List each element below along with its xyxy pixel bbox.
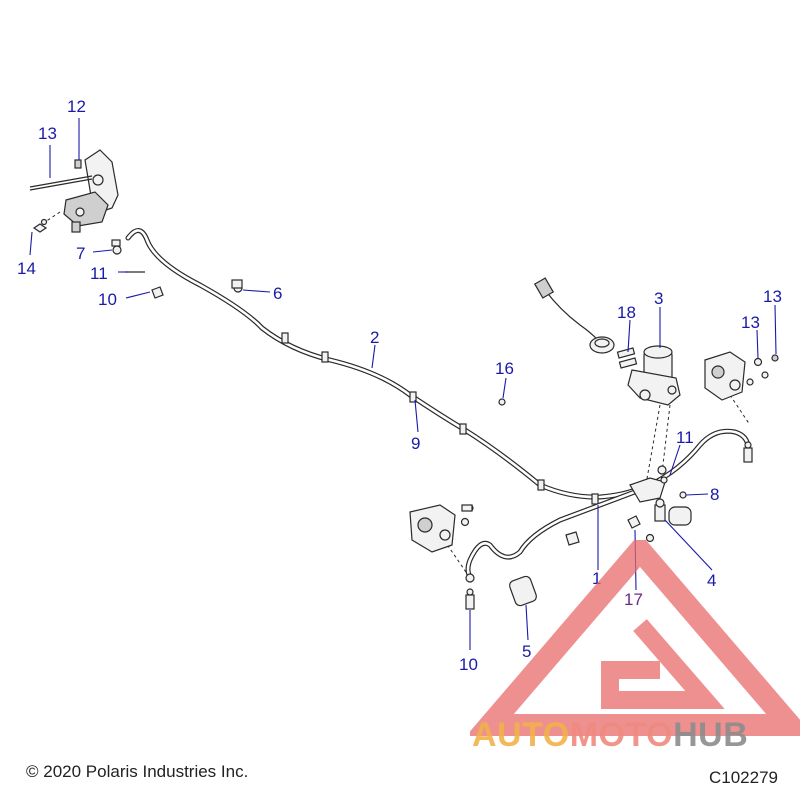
callout-11-left: 11: [90, 264, 108, 283]
callout-1: 1: [592, 569, 601, 588]
callout-7: 7: [76, 244, 85, 263]
brake-line-left: [465, 487, 643, 580]
callout-5: 5: [522, 642, 531, 661]
brake-line-right: [647, 428, 751, 488]
master-cylinder-front: [533, 277, 681, 406]
callout-3: 3: [654, 289, 663, 308]
watermark-hub: HUB: [673, 716, 749, 754]
callout-10-top: 10: [98, 290, 117, 309]
master-cylinder-rear: [29, 149, 119, 233]
callout-8: 8: [710, 485, 719, 504]
callout-9: 9: [411, 434, 420, 453]
caliper-left: [409, 504, 475, 610]
diagram-code: C102279: [708, 768, 778, 787]
callout-12: 13: [741, 313, 760, 332]
callout-11-right: 11: [676, 428, 694, 447]
callout-17: 17: [624, 590, 643, 609]
callout-18: 18: [617, 303, 636, 322]
caliper-right: [704, 351, 779, 463]
callout-4: 4: [707, 571, 716, 590]
callout-14: 13: [38, 124, 57, 143]
callout-16: 16: [495, 359, 514, 378]
brake-line-main: [125, 228, 643, 505]
callout-2: 2: [370, 328, 379, 347]
callout-6: 6: [273, 284, 282, 303]
watermark-moto: MOTO: [569, 716, 674, 754]
copyright-notice: © 2020 Polaris Industries Inc.: [26, 762, 249, 781]
watermark-text: AUTOMOTOHUB: [472, 716, 748, 755]
fittings-top-left: [111, 239, 243, 299]
callout-15: 14: [17, 259, 36, 278]
watermark-auto: AUTO: [472, 716, 570, 754]
callout-10-bottom: 10: [459, 655, 478, 674]
callout-13-right: 13: [763, 287, 782, 306]
callout-13-left: 12: [67, 97, 86, 116]
